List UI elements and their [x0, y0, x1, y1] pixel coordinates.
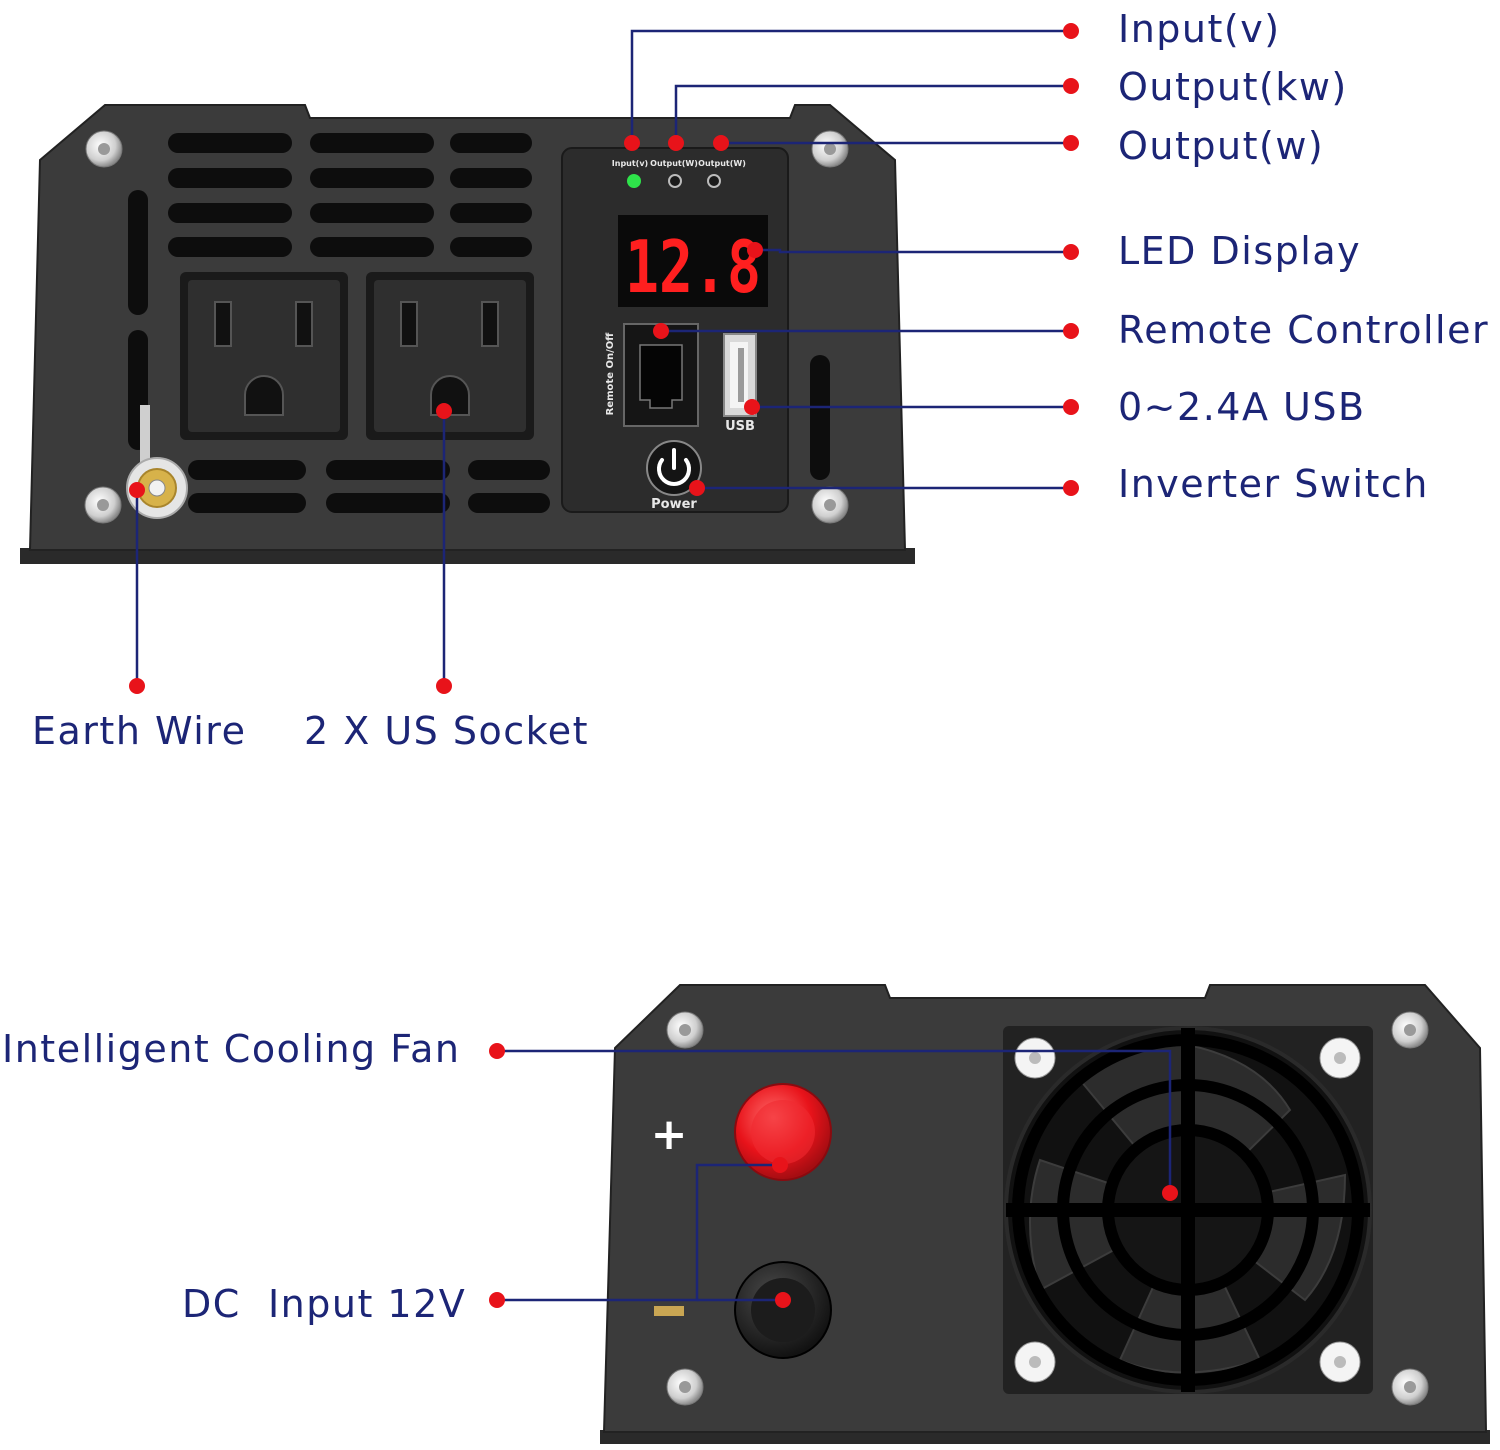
dot-input-v-target: [624, 135, 640, 151]
dot-cooling-fan-label: [489, 1043, 505, 1059]
dot-output-kw-label: [1063, 78, 1079, 94]
usb-label: USB: [725, 419, 755, 434]
dot-input-v-label: [1063, 23, 1079, 39]
label-led-display: LED Display: [1118, 229, 1362, 273]
fan-screw-bottom-left: [1014, 1341, 1056, 1383]
dot-earth-wire-label: [129, 678, 145, 694]
left-side-slot-upper: [128, 190, 148, 315]
label-dc-input: DC Input 12V: [182, 1282, 467, 1326]
dot-led-display-label: [1063, 244, 1079, 260]
led-display-value: 12.8: [625, 225, 761, 309]
label-output-w: Output(w): [1118, 124, 1325, 168]
label-cooling-fan: Intelligent Cooling Fan: [2, 1027, 461, 1071]
usb-port[interactable]: [723, 333, 757, 417]
indicator-led-output-w: [707, 174, 721, 188]
dot-dc-input-negative-target: [775, 1292, 791, 1308]
dot-output-w-target: [713, 135, 729, 151]
front-panel: Input(v) Output(W) Output(W) 12.8 Remote…: [20, 104, 915, 564]
back-base-plate: [600, 1430, 1490, 1444]
leader-output-kw: [674, 84, 1071, 143]
plus-symbol: +: [651, 1109, 688, 1160]
cooling-fan: [1003, 1026, 1373, 1394]
label-earth-wire: Earth Wire: [32, 709, 247, 753]
leader-dc-input: [497, 1163, 780, 1302]
dot-led-display-target: [747, 242, 763, 258]
back-panel: +: [600, 984, 1490, 1444]
leader-cooling-fan: [497, 1049, 1172, 1193]
label-inverter-switch: Inverter Switch: [1118, 462, 1429, 506]
label-usb: 0~2.4A USB: [1118, 385, 1366, 429]
front-base-plate: [20, 548, 915, 564]
label-input-v: Input(v): [1118, 7, 1281, 51]
screw-top-right: [811, 130, 849, 168]
dot-remote-controller-label: [1063, 323, 1079, 339]
dot-usb-label: [1063, 399, 1079, 415]
us-socket-2[interactable]: [366, 272, 534, 440]
indicator-label-output-w2: Output(W): [698, 159, 746, 168]
power-icon: [657, 448, 691, 486]
callout-dots: [129, 23, 1178, 1308]
indicator-label-output-w1: Output(W): [650, 159, 698, 168]
back-screw-top-right: [1391, 1011, 1429, 1049]
negative-symbol: [654, 1306, 684, 1316]
screw-bottom-right: [811, 486, 849, 524]
leader-led-display: [755, 248, 1071, 254]
back-screw-bottom-left: [666, 1368, 704, 1406]
earth-wire-terminal[interactable]: [126, 405, 188, 519]
dot-usb-target: [744, 399, 760, 415]
screw-top-left: [85, 130, 123, 168]
fan-screw-top-right: [1319, 1037, 1361, 1079]
leader-input-v: [630, 29, 1071, 143]
negative-terminal-knob[interactable]: [734, 1261, 832, 1359]
fan-screw-top-left: [1014, 1037, 1056, 1079]
dot-remote-controller-target: [653, 323, 669, 339]
label-remote-controller: Remote Controller: [1118, 308, 1490, 352]
positive-terminal-knob[interactable]: [734, 1083, 832, 1181]
dot-output-w-label: [1063, 135, 1079, 151]
leader-lines: [135, 29, 1172, 1302]
indicator-led-input: [627, 174, 641, 188]
dot-dc-input-positive-target: [772, 1157, 788, 1173]
dot-dc-input-label: [489, 1292, 505, 1308]
indicator-led-output-kw: [668, 174, 682, 188]
dot-earth-wire-target: [129, 482, 145, 498]
dot-us-socket-label: [436, 678, 452, 694]
back-screw-bottom-right: [1391, 1368, 1429, 1406]
screw-bottom-left: [84, 486, 122, 524]
fan-screw-bottom-right: [1319, 1341, 1361, 1383]
remote-on-off-label: Remote On/Off: [605, 332, 616, 416]
dot-cooling-fan-target: [1162, 1185, 1178, 1201]
led-display-frame: [618, 215, 768, 307]
label-output-kw: Output(kw): [1118, 65, 1348, 109]
power-label: Power: [651, 497, 697, 512]
top-vent-slots: [168, 133, 532, 257]
us-socket-1[interactable]: [180, 272, 348, 440]
dot-us-socket-target: [436, 403, 452, 419]
remote-controller-port[interactable]: [623, 323, 699, 427]
indicator-label-input: Input(v): [612, 159, 648, 168]
right-side-slot: [810, 355, 830, 480]
power-button[interactable]: [646, 440, 702, 496]
bottom-vent-slots: [188, 460, 550, 513]
dot-inverter-switch-target: [689, 480, 705, 496]
dot-output-kw-target: [668, 135, 684, 151]
label-us-socket: 2 X US Socket: [304, 709, 590, 753]
dot-inverter-switch-label: [1063, 480, 1079, 496]
back-screw-top-left: [666, 1011, 704, 1049]
